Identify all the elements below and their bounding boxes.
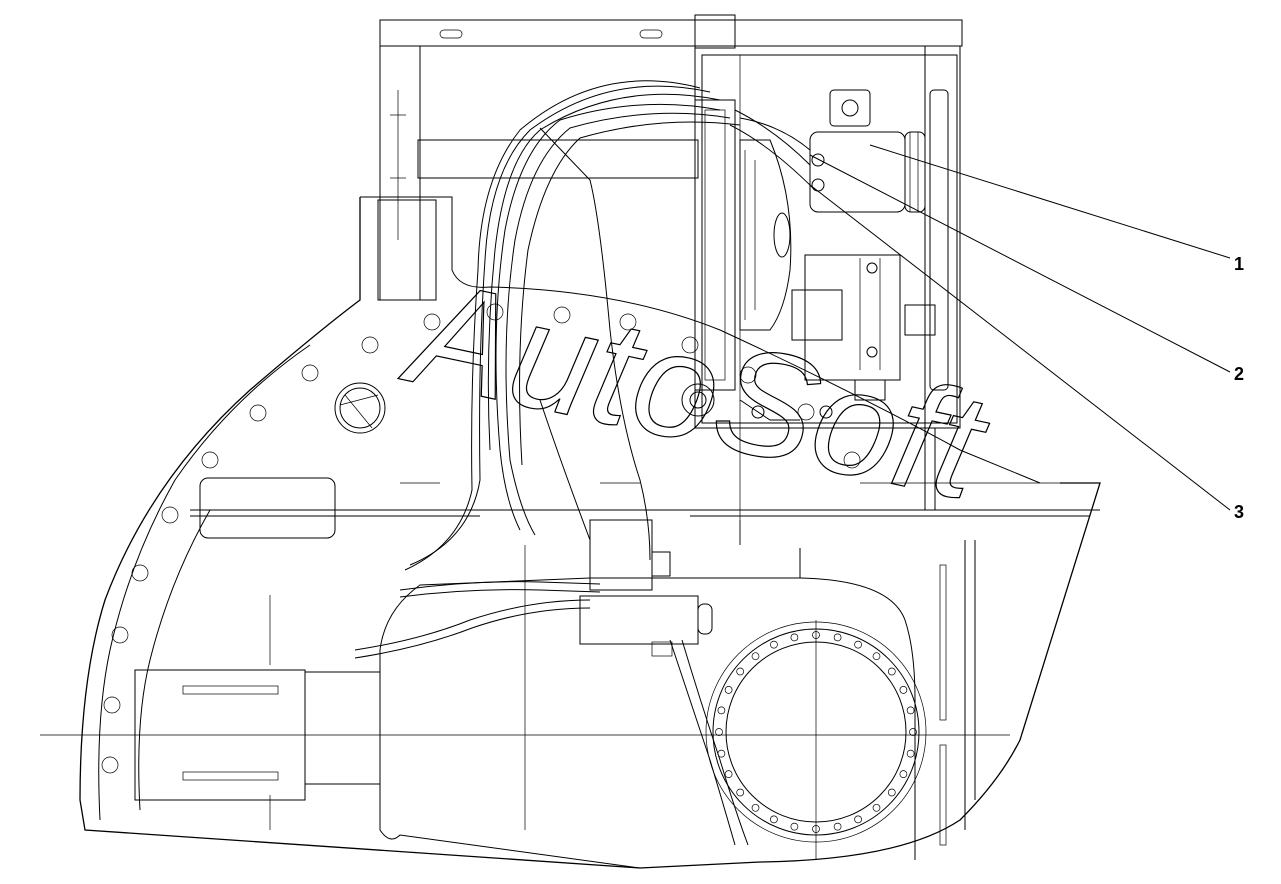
housing-bolt-hole xyxy=(423,313,441,331)
electrical-box xyxy=(694,45,961,545)
flange-bolt-hole xyxy=(887,788,896,797)
flange-bolt-hole xyxy=(736,667,745,676)
housing-bolt-hole xyxy=(249,404,267,422)
platform-bar xyxy=(190,477,1100,846)
flange-bolt-hole xyxy=(909,728,917,736)
flange-bolt-hole xyxy=(833,822,842,831)
flange-bolt-hole xyxy=(854,815,862,824)
compressor xyxy=(809,89,926,213)
housing-bolt-hole xyxy=(101,756,119,774)
left-shaft xyxy=(134,595,381,830)
flange-bolt-hole xyxy=(751,803,760,812)
housing-bolt-hole xyxy=(103,696,121,714)
flange-bolt-hole xyxy=(833,633,842,642)
flange-bolt-hole xyxy=(872,652,881,661)
housing-bolt-hole xyxy=(486,303,504,321)
housing-bolt-hole xyxy=(619,313,637,331)
flange-bolt-hole xyxy=(906,749,915,758)
housing-bolt-hole xyxy=(797,403,815,421)
top-frame xyxy=(377,14,963,301)
housing-bolt-hole xyxy=(161,506,179,524)
flange-bolt-hole xyxy=(770,815,778,824)
flange-bolt-circle xyxy=(715,631,917,833)
housing-bolt-holes xyxy=(101,303,861,774)
flange-bolt-hole xyxy=(736,788,745,797)
callout-3: 3 xyxy=(1234,502,1244,522)
flange-bolt-hole xyxy=(790,633,799,642)
flange-bolt-hole xyxy=(872,803,881,812)
solenoid-valves xyxy=(579,519,713,657)
callout-1: 1 xyxy=(1234,254,1244,274)
receiver-unit xyxy=(791,254,936,401)
housing-bolt-hole xyxy=(361,336,379,354)
flange-bolt-hole xyxy=(899,770,908,778)
watermark: AutoSoft xyxy=(390,245,1002,533)
flange-bolt-hole xyxy=(770,640,778,649)
callout-2: 2 xyxy=(1234,364,1244,384)
flange-bolt-hole xyxy=(724,770,733,778)
flange-bolt-hole xyxy=(887,667,896,676)
gear-case xyxy=(379,548,927,869)
housing-bolt-hole xyxy=(131,564,149,582)
fan-unit xyxy=(739,139,792,331)
flange-bolt-hole xyxy=(751,652,760,661)
svg-text:AutoSoft: AutoSoft xyxy=(391,245,1002,532)
housing-outline xyxy=(79,196,1101,869)
housing-bolt-hole xyxy=(681,336,699,354)
housing-bolt-hole xyxy=(301,364,319,382)
flange-bolt-hole xyxy=(790,822,799,831)
hose-bundle xyxy=(354,80,816,846)
flange-bolt-hole xyxy=(724,686,733,694)
mount-bracket xyxy=(681,383,833,421)
flange-bolt-hole xyxy=(715,728,723,736)
housing-bolt-hole xyxy=(201,451,219,469)
housing-bolt-hole xyxy=(111,626,129,644)
round-port xyxy=(334,382,386,434)
housing-bolt-hole xyxy=(843,451,861,469)
housing-bolt-hole xyxy=(553,306,571,324)
callout-leaders xyxy=(809,144,1231,511)
flange-bolt-hole xyxy=(854,640,862,649)
flange-bolt-hole xyxy=(717,706,726,715)
flange-bolt-hole xyxy=(899,686,908,694)
flange-bolt-hole xyxy=(906,706,915,715)
